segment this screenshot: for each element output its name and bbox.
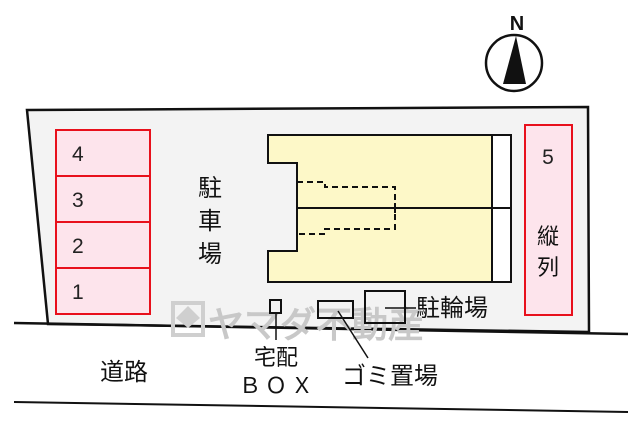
delivery-box-label: 宅配 xyxy=(254,346,298,371)
parking-label: 駐 車 場 xyxy=(198,174,222,268)
watermark: ヤマダ不動産 xyxy=(171,301,424,346)
parking-slot-3 xyxy=(55,175,151,223)
road-label: 道路 xyxy=(100,358,148,386)
slot-number: 5 xyxy=(542,146,554,169)
parking-label-char: 駐 xyxy=(198,174,222,202)
parking-slot-4 xyxy=(55,129,151,177)
parking-slot-5: 5 縦 列 xyxy=(524,124,573,316)
delivery-box-label-box: ＢＯＸ xyxy=(239,374,317,399)
delivery-box: 宅配 ＢＯＸ xyxy=(239,299,317,399)
parking-slots: 4 3 2 1 xyxy=(55,129,151,315)
slot-number: 3 xyxy=(72,189,84,212)
parking-label-char: 車 xyxy=(198,207,222,235)
bicycle-parking: 駐輪場 xyxy=(364,290,488,324)
slot-note: 縦 xyxy=(537,225,559,250)
watermark-text: ヤマダ不動産 xyxy=(208,305,424,346)
road-edge-top xyxy=(13,321,629,336)
building xyxy=(267,134,512,283)
slot-number: 1 xyxy=(72,281,84,304)
slot-number: 2 xyxy=(72,235,84,258)
north-compass-icon: N xyxy=(484,13,544,93)
garbage-area: ゴミ置場 xyxy=(317,300,438,390)
parking-slot-2 xyxy=(55,221,151,269)
parking-slot-1 xyxy=(55,267,151,315)
parking-label-char: 場 xyxy=(198,240,222,268)
bicycle-parking-label: 駐輪場 xyxy=(416,294,488,322)
garbage-label: ゴミ置場 xyxy=(342,362,438,390)
slot-number: 4 xyxy=(72,143,84,166)
slot-note: 列 xyxy=(537,256,559,281)
compass-north-label: N xyxy=(510,13,524,35)
road-edge-bottom xyxy=(13,401,629,413)
